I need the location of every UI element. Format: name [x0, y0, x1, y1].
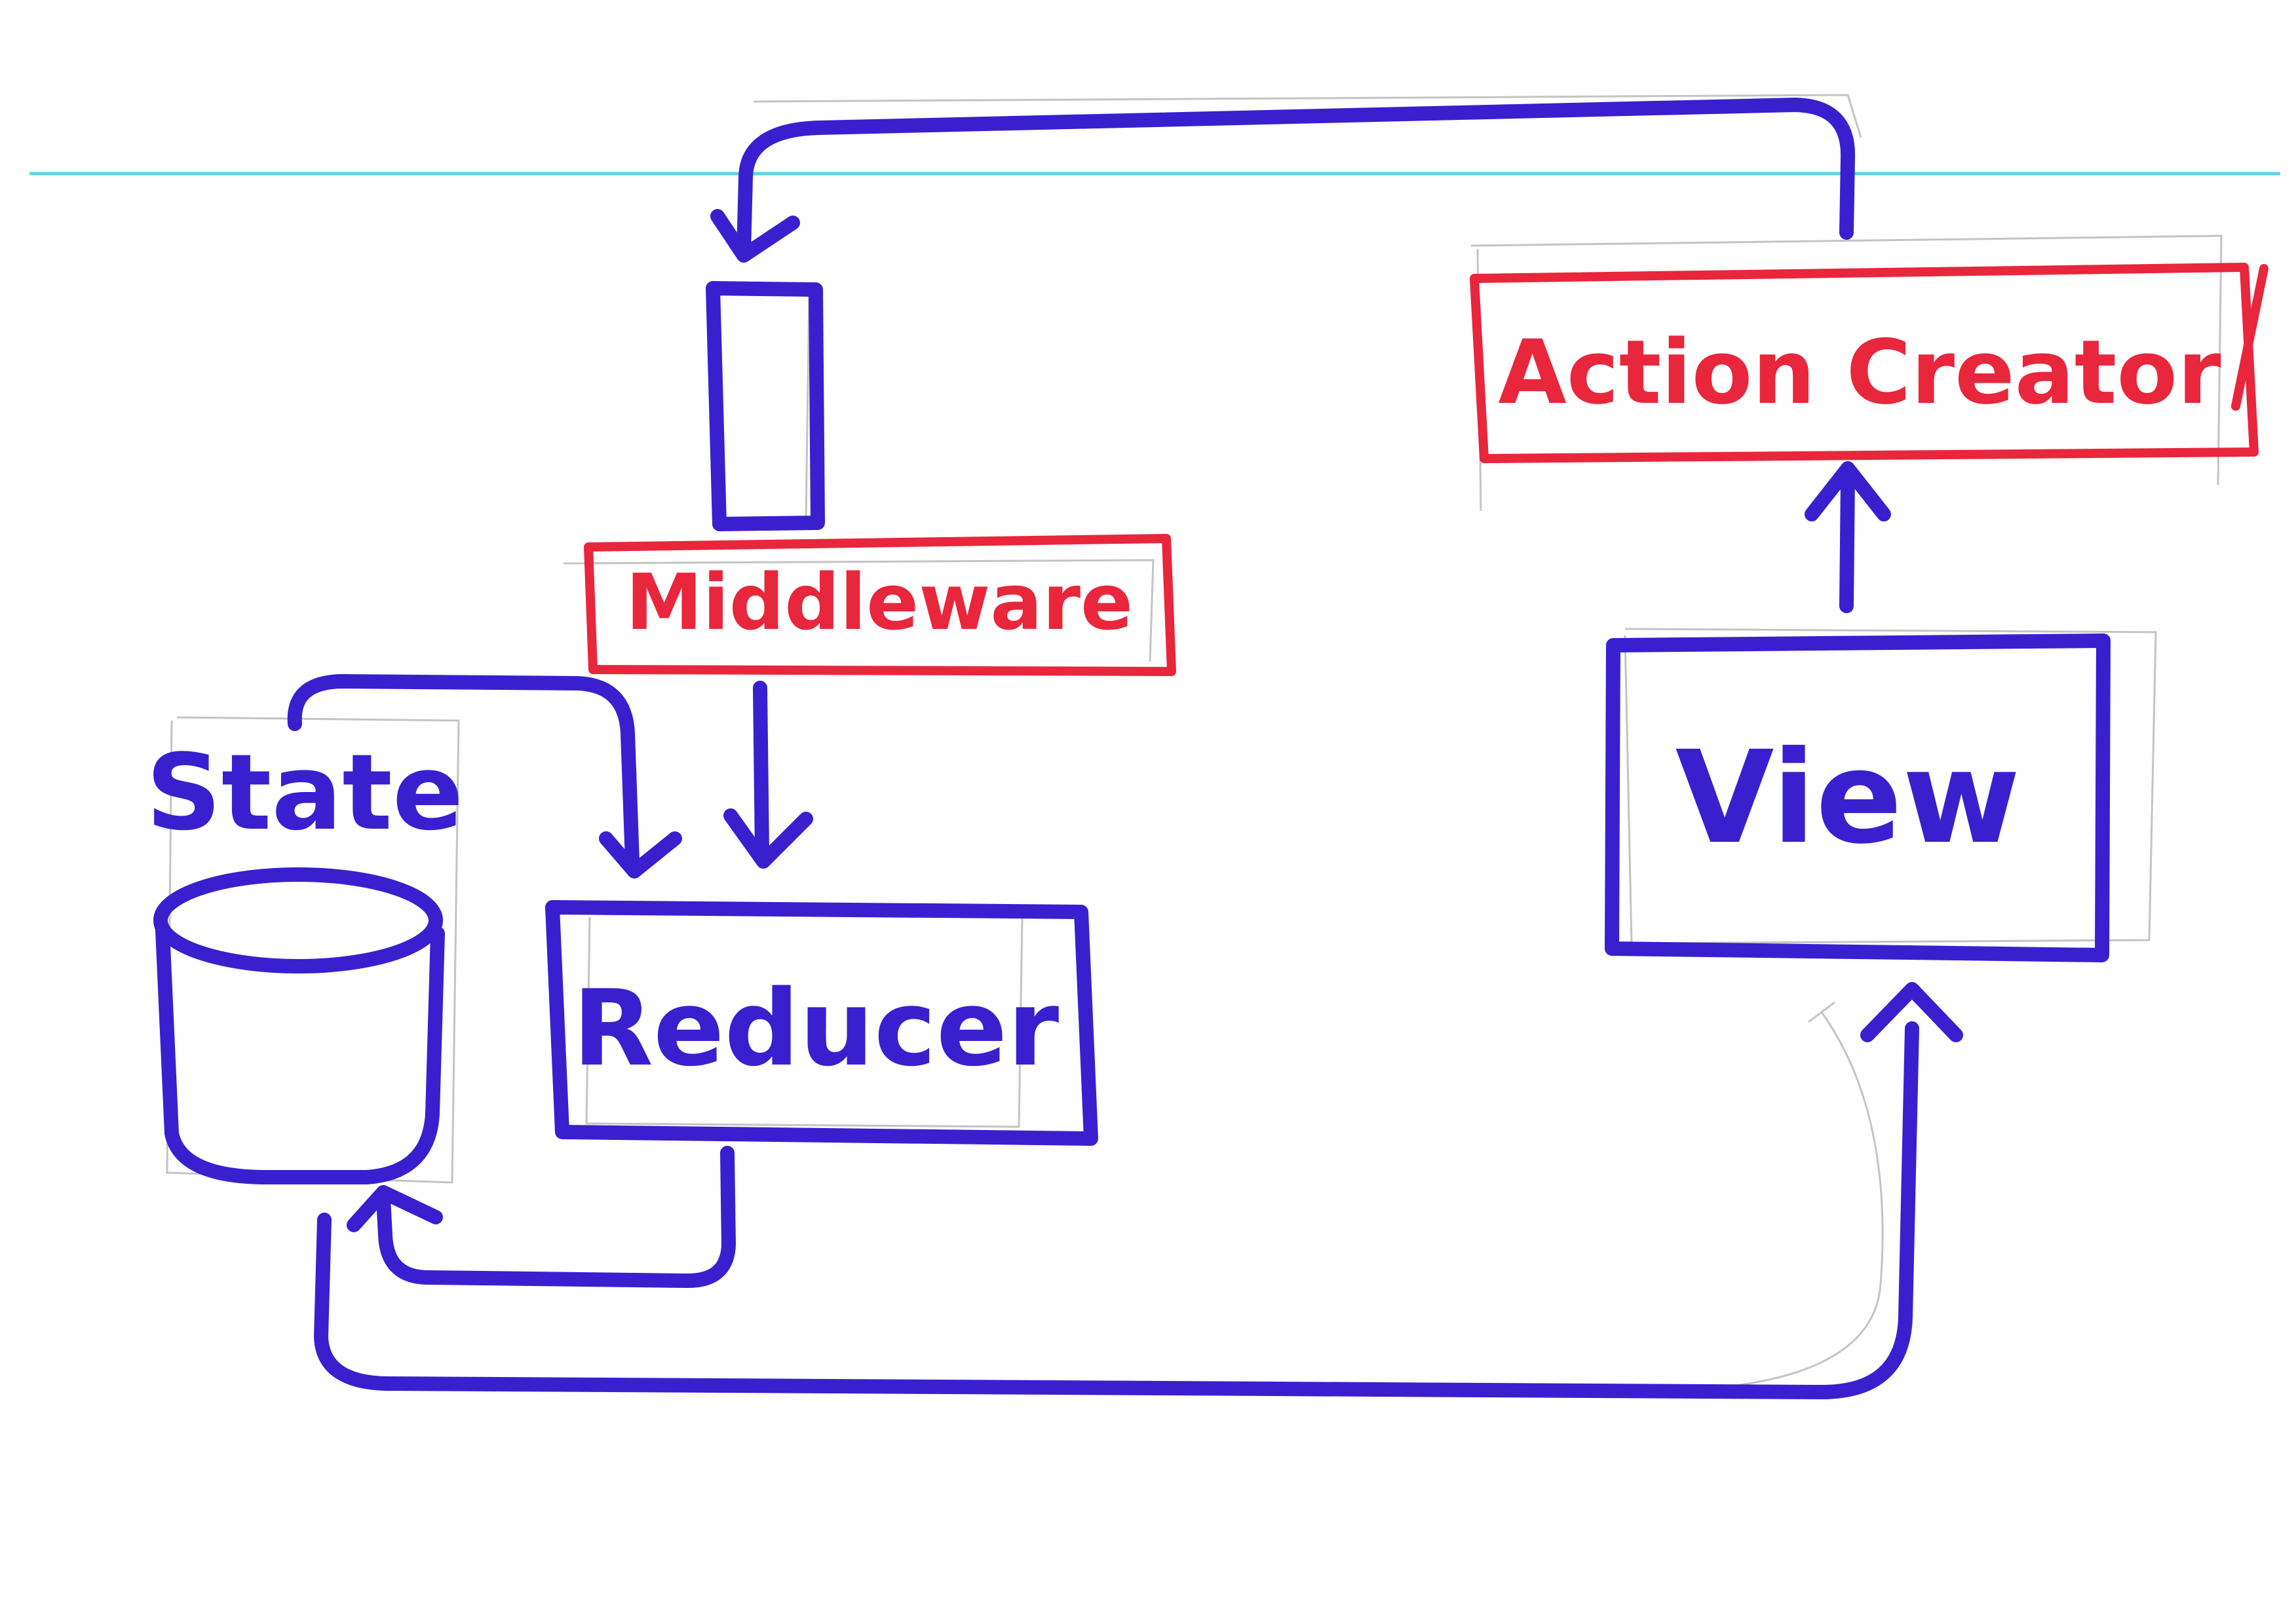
edge-state-to-reducer	[287, 674, 640, 869]
action-creator-box	[1470, 263, 2259, 463]
edge-action-creator-to-dispatch	[737, 98, 1856, 259]
reducer-label: Reducer	[573, 967, 1060, 1089]
arrowhead-state	[347, 1185, 443, 1232]
arrowhead-dispatch	[710, 209, 800, 263]
dispatch-box	[706, 281, 825, 531]
arrowhead-view	[1860, 982, 1963, 1042]
arrowhead-reducer-from-state	[599, 831, 682, 878]
view-box	[1605, 633, 2111, 962]
state-label: State	[146, 731, 464, 854]
arrowhead-reducer-from-middleware	[723, 808, 813, 869]
view-label: View	[1675, 723, 2021, 872]
middleware-box	[584, 534, 1176, 676]
edge-reducer-to-state	[376, 1146, 736, 1288]
edge-view-to-action-creator	[1839, 471, 1855, 613]
edge-middleware-to-reducer	[753, 681, 769, 859]
middleware-label: Middleware	[626, 557, 1133, 647]
state-database-icon	[153, 867, 445, 1184]
edge-state-to-view	[314, 1021, 1919, 1399]
arrowhead-action-creator	[1805, 461, 1891, 521]
action-creator-box-overstroke	[2231, 264, 2268, 411]
reducer-box	[545, 900, 1098, 1146]
action-creator-label: Action Creator	[1498, 321, 2221, 424]
